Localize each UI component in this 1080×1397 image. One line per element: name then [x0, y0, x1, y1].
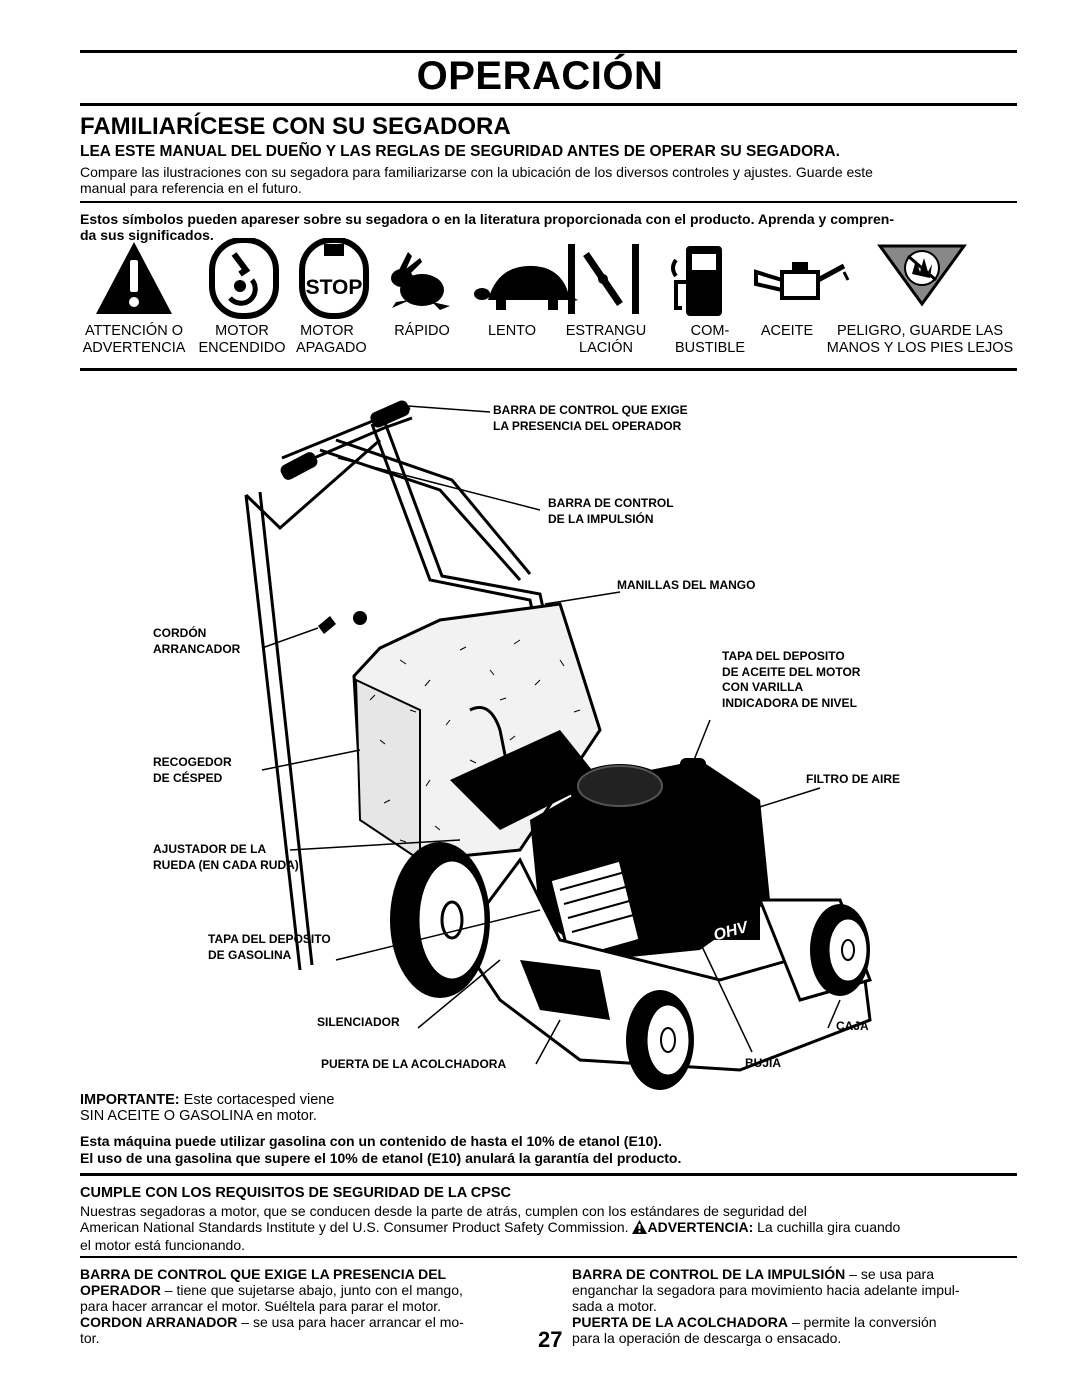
section-heading: FAMILIARÍCESE CON SU SEGADORA — [80, 113, 511, 140]
callout-mulch-door: PUERTA DE LA ACOLCHADORA — [321, 1057, 507, 1071]
page-number: 27 — [538, 1327, 563, 1352]
divider — [80, 1173, 1017, 1176]
cpsc-heading: CUMPLE CON LOS REQUISITOS DE SEGURIDAD D… — [80, 1185, 512, 1201]
callout-housing: CAJA — [836, 1019, 869, 1033]
divider — [80, 368, 1017, 371]
handle-grip — [370, 400, 410, 428]
warning-triangle-icon — [96, 242, 172, 314]
intro-paragraph: Compare las ilustraciones con su segador… — [80, 164, 873, 196]
engine-start-icon — [209, 238, 279, 319]
rear-wheel — [390, 842, 490, 998]
mulch-door — [520, 960, 610, 1020]
callout-air-filter: FILTRO DE AIRE — [806, 772, 900, 786]
warning-triangle-icon — [632, 1220, 648, 1237]
oil-can-icon — [754, 262, 850, 300]
symbol-label: ACEITE — [760, 323, 814, 339]
rabbit-fast-icon — [391, 252, 450, 310]
front-wheel-left — [626, 990, 694, 1090]
top-rule — [80, 50, 1017, 53]
divider — [80, 1256, 1017, 1258]
bottom-right-column: BARRA DE CONTROL DE LA IMPULSIÓN – se us… — [572, 1266, 960, 1346]
section-subheading: LEA ESTE MANUAL DEL DUEÑO Y LAS REGLAS D… — [80, 143, 840, 160]
symbol-label: RÁPIDO — [394, 323, 450, 339]
callout-spark-plug: BUJÍA — [745, 1056, 782, 1070]
callout-muffler: SILENCIADOR — [317, 1015, 400, 1029]
handle-grip — [280, 452, 318, 480]
title-underline — [80, 103, 1017, 106]
symbols-intro: Estos símbolos pueden apareser sobre su … — [80, 211, 895, 243]
symbol-row: STOP — [96, 238, 967, 319]
page-title: OPERACIÓN — [416, 54, 664, 98]
front-wheel-right — [810, 904, 870, 996]
cpsc-paragraph: Nuestras segadoras a motor, que se condu… — [80, 1203, 901, 1253]
callout-handle-knobs: MANILLAS DEL MANGO — [617, 578, 756, 592]
hand-hazard-icon — [877, 244, 967, 307]
symbol-label: LENTO — [487, 323, 537, 339]
engine-stop-icon: STOP — [299, 238, 369, 319]
choke-icon — [568, 244, 639, 314]
mower-illustration: OHV — [244, 400, 872, 1090]
svg-text:STOP: STOP — [306, 276, 363, 299]
divider — [80, 201, 1017, 203]
ethanol-notice: Esta máquina puede utilizar gasolina con… — [80, 1133, 682, 1166]
symbol-label: COM-BUSTIBLE — [674, 323, 746, 356]
important-note: IMPORTANTE: Este cortacesped viene SIN A… — [80, 1092, 335, 1124]
leader-lines — [261, 405, 841, 1065]
engine: OHV — [530, 758, 770, 962]
turtle-slow-icon — [474, 265, 578, 310]
discharge-chute — [450, 730, 600, 830]
bottom-left-column: BARRA DE CONTROL QUE EXIGE LA PRESENCIA … — [80, 1266, 464, 1346]
fuel-pump-icon — [671, 246, 722, 316]
